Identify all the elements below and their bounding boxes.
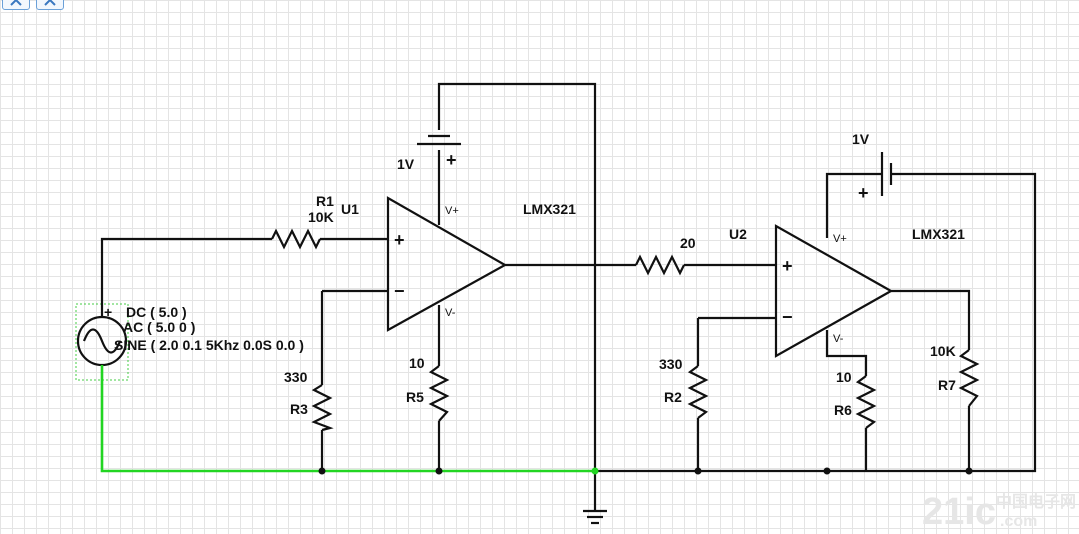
watermark-logo: 21ic 中国电子网 .com bbox=[922, 491, 1076, 533]
r6-value: 10 bbox=[836, 369, 852, 385]
opamp-u1[interactable]: + − U1 LMX321 V+ V- bbox=[341, 196, 576, 332]
resistor-r7[interactable]: 10K R7 bbox=[930, 343, 980, 407]
u2-plus-input: + bbox=[782, 256, 793, 276]
u1-vplus: V+ bbox=[445, 205, 459, 217]
u1-name: U1 bbox=[341, 201, 359, 217]
battery-b1[interactable]: 1V + bbox=[397, 134, 461, 172]
u1-vminus: V- bbox=[445, 307, 456, 319]
battery-b2[interactable]: 1V + bbox=[852, 131, 893, 203]
r2-value: 330 bbox=[659, 356, 683, 372]
u2-vplus: V+ bbox=[833, 233, 847, 245]
u2-part: LMX321 bbox=[912, 226, 965, 242]
resistor-r3[interactable]: 330 R3 bbox=[284, 369, 334, 432]
resistor-r6[interactable]: 10 R6 bbox=[834, 369, 877, 429]
battery2-value: 1V bbox=[852, 131, 870, 147]
u2-vminus: V- bbox=[833, 333, 844, 345]
r7-name: R7 bbox=[938, 377, 956, 393]
resistor-r5[interactable]: 10 R5 bbox=[406, 355, 450, 422]
undo-icon bbox=[10, 0, 22, 6]
resistor-20[interactable]: 20 bbox=[635, 235, 696, 276]
undo-button[interactable] bbox=[2, 0, 30, 10]
source-plus-sign: + bbox=[104, 304, 112, 320]
svg-text:21ic: 21ic bbox=[922, 491, 996, 533]
r6-name: R6 bbox=[834, 402, 852, 418]
r3-name: R3 bbox=[290, 401, 308, 417]
sine-wave-icon bbox=[82, 328, 122, 354]
r1-value: 10K bbox=[308, 209, 334, 225]
redo-button[interactable] bbox=[36, 0, 64, 10]
source-dc-label: DC ( 5.0 ) bbox=[126, 304, 187, 320]
wires bbox=[100, 82, 1037, 525]
source-sine-label: SINE ( 2.0 0.1 5Khz 0.0S 0.0 ) bbox=[114, 337, 304, 353]
svg-text:中国电子网: 中国电子网 bbox=[996, 492, 1076, 511]
svg-text:.com: .com bbox=[1000, 513, 1037, 530]
r5-name: R5 bbox=[406, 389, 424, 405]
r7-value: 10K bbox=[930, 343, 956, 359]
junction-dots bbox=[318, 467, 973, 475]
opamp-u2[interactable]: + − U2 LMX321 V+ V- bbox=[729, 224, 965, 358]
r1-name: R1 bbox=[316, 193, 334, 209]
resistor-r1[interactable]: R1 10K bbox=[271, 193, 334, 250]
u1-plus-input: + bbox=[394, 230, 405, 250]
u2-name: U2 bbox=[729, 226, 747, 242]
u1-minus-input: − bbox=[394, 281, 405, 301]
r5-value: 10 bbox=[409, 355, 425, 371]
battery2-plus: + bbox=[858, 183, 869, 203]
resistor-r2[interactable]: 330 R2 bbox=[659, 356, 709, 419]
r-mid-value: 20 bbox=[680, 235, 696, 251]
redo-icon bbox=[44, 0, 56, 6]
r2-name: R2 bbox=[664, 389, 682, 405]
battery1-plus: + bbox=[446, 150, 457, 170]
battery1-value: 1V bbox=[397, 156, 415, 172]
ground-net-wire[interactable] bbox=[100, 365, 595, 473]
u2-minus-input: − bbox=[782, 307, 793, 327]
r3-value: 330 bbox=[284, 369, 308, 385]
ac-source[interactable]: + DC ( 5.0 ) AC ( 5.0 0 ) SINE ( 2.0 0.1… bbox=[75, 303, 304, 381]
u1-part: LMX321 bbox=[523, 201, 576, 217]
source-ac-label: AC ( 5.0 0 ) bbox=[123, 319, 195, 335]
